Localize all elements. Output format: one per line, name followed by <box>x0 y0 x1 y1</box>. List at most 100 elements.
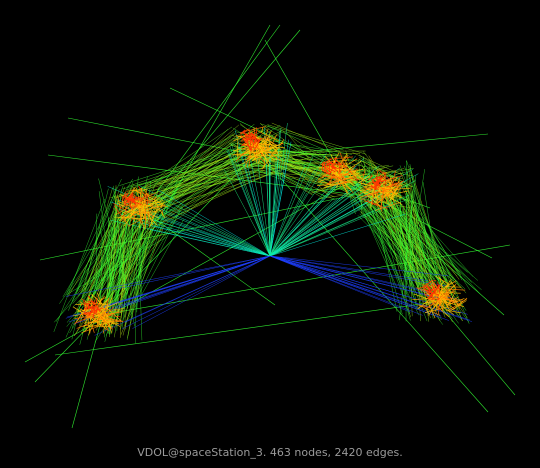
bundle-edge <box>159 132 243 186</box>
hub-edge <box>111 255 271 291</box>
cluster-edge <box>439 288 466 291</box>
cluster-edge <box>383 188 394 210</box>
cluster-edge <box>375 201 401 211</box>
cluster-edge <box>385 185 401 198</box>
bundle-edge <box>272 153 326 156</box>
bundle-edge <box>260 123 344 151</box>
cluster-edge <box>142 210 146 213</box>
cluster-edge <box>374 187 377 198</box>
bundle-edge <box>160 156 243 189</box>
hub-edge <box>269 255 429 281</box>
hub-edge <box>269 255 473 322</box>
cluster-edge <box>331 178 362 187</box>
cluster-edge <box>439 279 452 296</box>
bundle-edge <box>81 187 113 293</box>
cluster-edge <box>347 165 356 174</box>
bundle-edge <box>364 164 472 283</box>
bundle-edge <box>149 160 247 233</box>
cluster-edge <box>453 297 468 310</box>
bundle-edge <box>348 163 414 177</box>
bundle-edge <box>125 186 179 287</box>
hub-edge <box>124 255 271 323</box>
cluster-edge <box>438 299 446 309</box>
bundle-edge <box>351 195 417 276</box>
bundle-edge <box>107 206 184 334</box>
bundle-edge <box>391 185 474 277</box>
core-edge <box>382 171 387 175</box>
core-edge <box>328 159 337 176</box>
bundle-edge <box>272 148 370 163</box>
core-edge <box>241 144 255 149</box>
cluster-edge <box>339 152 346 171</box>
cluster-edge <box>395 177 398 182</box>
hub-edge <box>153 225 271 257</box>
bundle-edge <box>113 133 236 210</box>
bundle-edge <box>267 124 367 155</box>
bundle-edge <box>387 200 458 277</box>
cluster-edge <box>386 185 399 187</box>
cluster-edge <box>335 157 349 180</box>
core-edge <box>431 288 433 292</box>
cluster-edge <box>333 174 348 184</box>
core-edge <box>375 180 378 183</box>
hub-edge <box>125 255 271 305</box>
core-edge <box>334 158 341 165</box>
cluster-edge <box>385 188 401 190</box>
core-edge <box>339 162 341 173</box>
cluster-edge <box>99 297 113 327</box>
cluster-edge <box>132 187 145 198</box>
bundle-edge <box>110 191 159 321</box>
bundle-edge <box>267 156 313 171</box>
bundle-edge <box>368 197 403 315</box>
cluster-edge <box>84 307 105 333</box>
hub-edge <box>231 143 271 257</box>
core-edge <box>252 135 257 147</box>
hub-edge <box>244 154 271 257</box>
core-edge <box>123 196 141 204</box>
cluster-edge <box>98 315 115 323</box>
cluster-edge <box>98 300 107 310</box>
bundle-edge <box>399 187 402 270</box>
cluster-edge <box>139 210 153 214</box>
core-edge <box>249 139 251 141</box>
cluster-edge <box>384 190 387 200</box>
bundle-edge <box>367 201 466 290</box>
cluster-edge <box>416 287 456 310</box>
bundle-edge <box>74 228 111 315</box>
bundle-edge <box>95 213 98 295</box>
cluster-edge <box>122 204 151 214</box>
spoke-edge <box>54 300 444 356</box>
hub-edge <box>269 158 330 257</box>
cluster-edge <box>266 138 280 156</box>
bundle-edge <box>125 221 146 318</box>
spoke-edge <box>34 154 255 383</box>
bundle-edge <box>138 149 229 209</box>
cluster-edge <box>358 175 370 184</box>
bundle-edge <box>98 178 127 291</box>
cluster-edge <box>426 299 436 319</box>
cluster-edge <box>413 293 437 302</box>
hub-edge <box>229 146 271 257</box>
core-edge <box>322 162 342 166</box>
hub-edge <box>269 158 277 257</box>
core-edge <box>253 137 262 152</box>
cluster-edge <box>140 200 164 210</box>
cluster-edge <box>154 200 166 218</box>
hub-edge <box>269 155 279 257</box>
cluster-edge <box>362 191 378 196</box>
bundle-edge <box>358 159 414 188</box>
core-edge <box>326 167 336 172</box>
core-edge <box>121 196 142 206</box>
bundle-edge <box>113 185 128 309</box>
cluster-edge <box>340 174 347 183</box>
cluster-edge <box>326 171 341 176</box>
core-edge <box>370 185 379 191</box>
cluster-edge <box>392 177 401 196</box>
bundle-edge <box>249 150 340 160</box>
hub-edge <box>269 255 411 313</box>
bundle-edge <box>267 126 338 156</box>
cluster-edge <box>337 174 341 183</box>
bundle-edge <box>271 122 342 153</box>
bundle-edge <box>161 171 250 204</box>
cluster-edge <box>252 154 264 162</box>
